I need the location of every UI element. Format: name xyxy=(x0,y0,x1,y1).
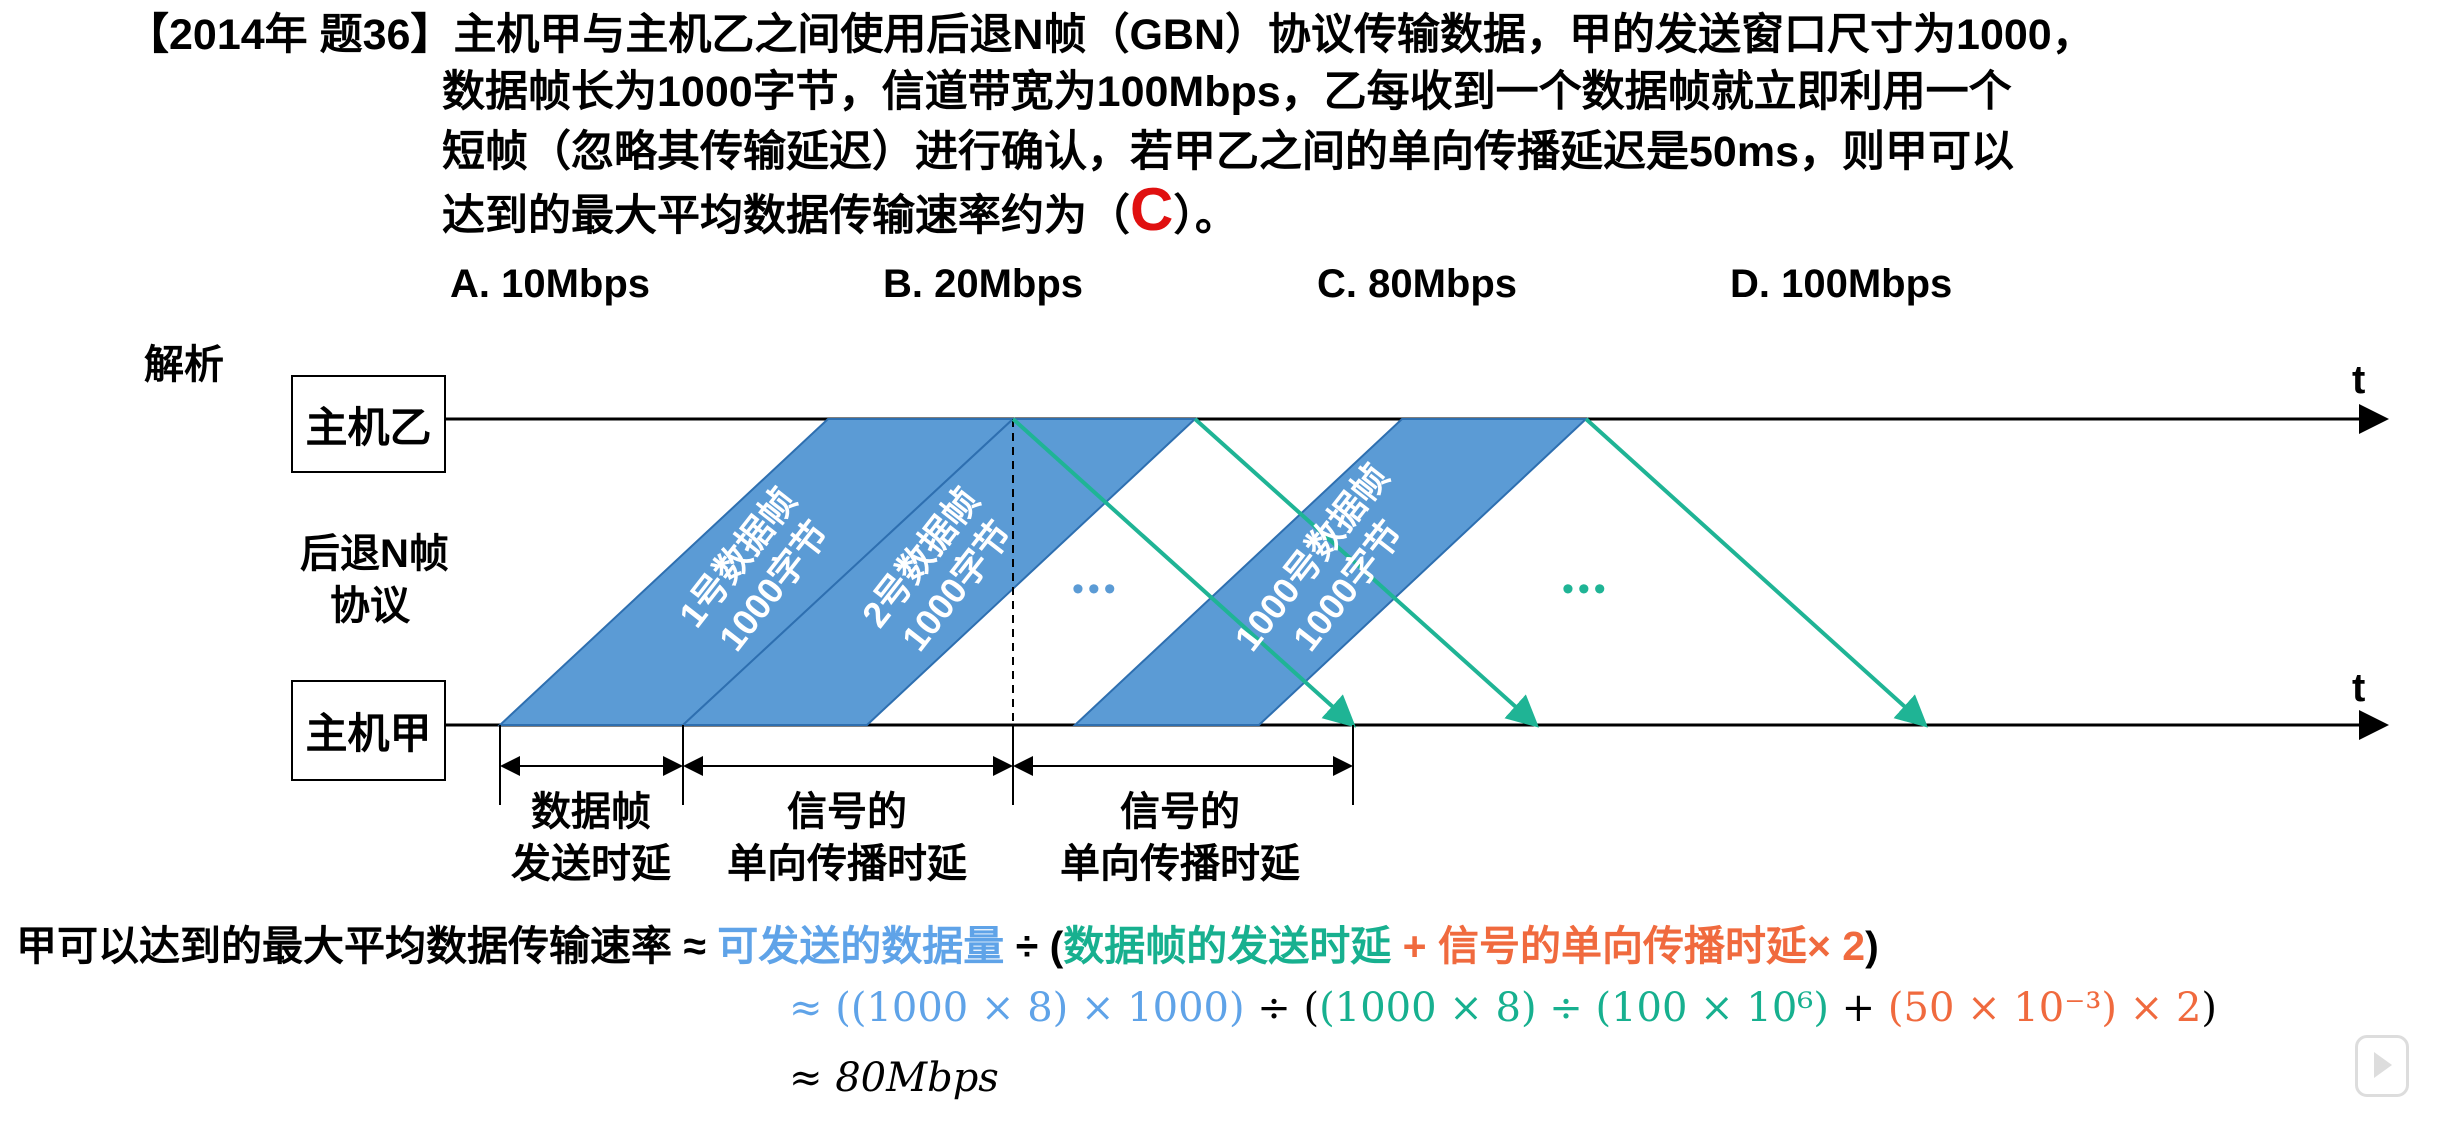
formula-send-delay-value: (1000 × 8) ÷ (100 × 10⁶) xyxy=(1319,985,1829,1031)
formula-close: ) xyxy=(1865,923,1879,969)
prop-delay-label-2: 信号的单向传播时延 xyxy=(1030,786,1330,890)
dim-line: 发送时延 xyxy=(511,842,671,886)
host-b-box: 主机乙 xyxy=(291,375,446,473)
option-d: D. 100Mbps xyxy=(1730,262,1953,306)
send-delay-label: 数据帧发送时延 xyxy=(491,786,691,890)
ack-arrow-1 xyxy=(1011,417,1356,728)
protocol-line-1: 后退N帧 xyxy=(300,532,449,576)
analysis-heading: 解析 xyxy=(144,343,224,387)
formula-prop-delay: 信号的单向传播时延× 2 xyxy=(1437,923,1866,969)
dim-line: 单向传播时延 xyxy=(727,842,967,886)
formula-send-delay: 数据帧的发送时延 xyxy=(1063,923,1392,969)
formula-line-2: ≈ ((1000 × 8) × 1000) ÷ ((1000 × 8) ÷ (1… xyxy=(789,985,2217,1031)
formula-plus: + xyxy=(1391,923,1438,969)
question-tail: ）。 xyxy=(1173,192,1238,240)
formula-div: ÷ ( xyxy=(1004,923,1064,969)
approx-sign: ≈ xyxy=(789,985,836,1031)
ack-arrow-2 xyxy=(1193,417,1539,728)
formula-plus: + xyxy=(1828,985,1888,1031)
formula-line-1: 甲可以达到的最大平均数据传输速率 ≈ 可发送的数据量 ÷ (数据帧的发送时延 +… xyxy=(16,912,1879,972)
question-text: 主机甲与主机乙之间使用后退N帧（GBN）协议传输数据，甲的发送窗口尺寸为1000… xyxy=(453,11,2095,59)
frames-ellipsis: ••• xyxy=(1072,570,1120,608)
option-b: B. 20Mbps xyxy=(883,262,1084,306)
formula-data-amount-value: ((1000 × 8) × 1000) xyxy=(835,985,1245,1031)
option-a: A. 10Mbps xyxy=(450,262,651,306)
formula-lhs: 甲可以达到的最大平均数据传输速率 ≈ xyxy=(16,923,718,969)
question-line-3: 短帧（忽略其传输延迟）进行确认，若甲乙之间的单向传播延迟是50ms，则甲可以 xyxy=(442,128,2014,176)
prop-delay-label-1: 信号的单向传播时延 xyxy=(697,786,997,890)
question-line-4: 达到的最大平均数据传输速率约为（C）。 xyxy=(442,180,1238,246)
formula-close: ) xyxy=(2201,985,2218,1031)
answer-mark: C xyxy=(1130,176,1174,243)
dim-line: 数据帧 xyxy=(531,790,651,834)
formula-prop-delay-value: (50 × 10⁻³) × 2 xyxy=(1887,985,2202,1031)
formula-div: ÷ ( xyxy=(1244,985,1320,1031)
video-logo-icon xyxy=(2355,1035,2409,1097)
dim-line: 信号的 xyxy=(787,790,907,834)
question-tag: 【2014年 题36】 xyxy=(126,11,454,59)
play-icon xyxy=(2374,1052,2392,1078)
question-line-1: 【2014年 题36】主机甲与主机乙之间使用后退N帧（GBN）协议传输数据，甲的… xyxy=(126,5,2095,65)
dim-line: 信号的 xyxy=(1120,790,1240,834)
acks-ellipsis: ••• xyxy=(1562,570,1610,608)
option-c: C. 80Mbps xyxy=(1317,262,1518,306)
protocol-label: 后退N帧协议 xyxy=(300,528,449,632)
dim-line: 单向传播时延 xyxy=(1060,842,1300,886)
protocol-line-2: 协议 xyxy=(330,584,410,628)
formula-data-amount: 可发送的数据量 xyxy=(717,923,1005,969)
dimension-lines xyxy=(499,725,1354,805)
time-axis-label-bottom: t xyxy=(2352,666,2366,710)
host-a-box: 主机甲 xyxy=(291,680,446,781)
ack-arrow-1000 xyxy=(1584,417,1928,728)
question-text: 达到的最大平均数据传输速率约为（ xyxy=(442,192,1130,240)
formula-result: ≈ 80Mbps xyxy=(789,1055,999,1101)
time-axis-label-top: t xyxy=(2352,358,2366,402)
question-line-2: 数据帧长为1000字节，信道带宽为100Mbps，乙每收到一个数据帧就立即利用一… xyxy=(442,68,2012,116)
